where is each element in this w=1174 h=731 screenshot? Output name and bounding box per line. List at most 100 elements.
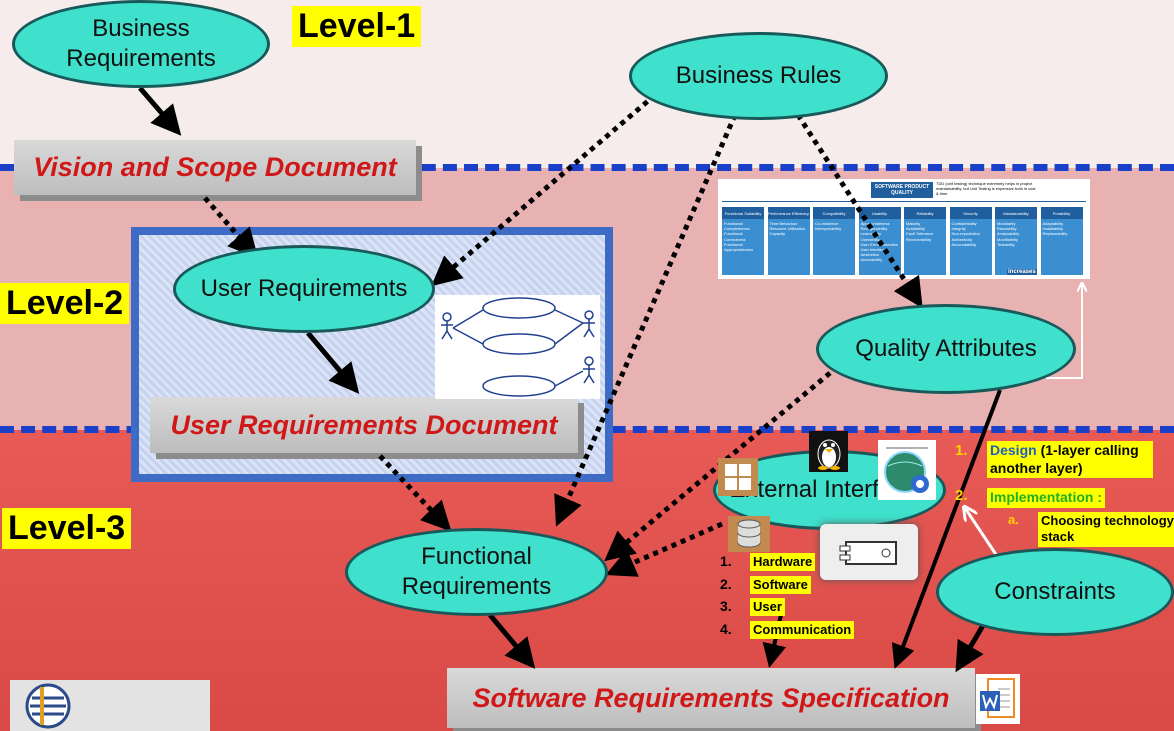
dashed-divider-1 [0,164,1174,171]
quality-item: Installability [1042,226,1064,232]
constraint-design-detail: (1-layer calling another layer) [990,442,1139,476]
quality-item: Modifiability [997,236,1018,242]
quality-item: Modularity [997,221,1016,226]
constraint-num-2: 2. [955,487,968,504]
arrow-vision-to-ur [203,196,259,259]
quality-item: Integrity [951,226,966,232]
quality-column-header: Portability [1040,207,1083,219]
interface-user: User [750,598,785,617]
constraint-technology-stack: Choosing technology stack [1038,512,1174,547]
arrow-constraints-to-srs [955,620,988,673]
use-case-diagram-icon [435,295,600,399]
quality-column-header: Reliability [904,207,946,219]
quality-column-header: Compatibility [813,207,855,219]
quality-table-connector [722,201,1086,202]
quality-item: Accessibility [860,257,883,263]
arrow-rules-to-fr [554,114,738,527]
logo-icon [25,683,71,729]
network-globe-gear-icon [878,440,936,500]
quality-item: Accountability [951,241,977,247]
interface-num-3: 3. [720,598,732,614]
arrow-fr-to-srs [488,613,536,669]
windows-icon [718,458,758,496]
quality-item: Confidentiality [951,221,977,226]
quality-item: Capacity [769,231,786,237]
quality-item: Fault Tolerance [906,231,934,237]
quality-column-header: Functional Suitability [722,207,764,219]
quality-increases-label: increases [1007,269,1037,275]
quality-item: Reusability [997,226,1017,232]
interface-communication: Communication [750,621,855,640]
software-requirements-specification: Software Requirements Specification [447,668,975,728]
arrow-br-to-vision [138,86,182,136]
white-arrow-qa-to-table [1046,284,1082,379]
constraint-implementation-label: Implementation : [987,488,1106,508]
constraint-design-label: Design [990,442,1037,458]
level-2-label: Level-2 [0,283,130,325]
quality-column-header: Usability [858,207,901,219]
quality-column-header: Maintainability [995,207,1037,219]
interface-num-1: 1. [720,553,732,569]
linux-tux-icon [809,431,848,472]
quality-column-header: Performance Efficiency [767,207,810,219]
quality-item: Maturity [906,221,921,226]
arrow-urd-to-fr [378,454,452,532]
quality-item: Appropriateness Recognizability [860,221,890,232]
constraint-num-2a: a. [1008,512,1019,527]
quality-item: Availability [906,226,925,232]
component-interface-icon [820,524,918,580]
quality-item: Operability [860,236,880,242]
quality-column-header: Security [949,207,992,219]
database-icon [728,516,770,552]
quality-item: Functional Appropriateness [724,241,754,252]
constraint-num-1: 1. [955,442,968,459]
quality-item: Interoperability [815,226,842,232]
word-document-icon [976,674,1020,724]
business-rules-node: Business Rules [629,32,888,120]
quality-item: Adaptability [1042,221,1064,226]
quality-attributes-node: Quality Attributes [816,304,1076,394]
quality-item: Analysability [997,231,1020,237]
quality-item: Non-repudiation [951,231,980,237]
arrow-ei-to-fr [605,521,724,577]
user-requirements-document: User Requirements Document [150,397,578,453]
quality-item: User Interface Aesthetics [860,246,886,258]
business-requirements-node: Business Requirements [12,0,270,88]
vision-scope-document: Vision and Scope Document [14,140,416,195]
constraint-design-note: Design (1-layer calling another layer) [987,441,1153,478]
arrow-rules-to-ur [431,93,657,287]
logo-panel [10,680,210,731]
interface-software: Software [750,576,811,595]
constraints-node: Constraints [936,548,1174,636]
functional-requirements-node: Functional Requirements [345,528,608,616]
software-product-quality-table: SOFTWARE PRODUCT QUALITY TDD (unit testi… [718,179,1090,279]
level-1-label: Level-1 [292,6,422,48]
quality-item: Learnability [860,231,881,237]
quality-item: Functional Correctness [724,231,746,242]
quality-item: Testability [997,241,1015,247]
quality-item: Co-existence [815,221,839,226]
quality-table-title: SOFTWARE PRODUCT QUALITY [871,182,933,198]
quality-table-note: TDD (unit testing) technique extremely h… [936,181,1036,197]
interface-hardware: Hardware [750,553,816,572]
interface-num-2: 2. [720,576,732,592]
quality-item: Time Behaviour [769,221,798,226]
user-requirements-node: User Requirements [173,245,435,333]
arrow-qa-to-srs [891,389,1002,669]
quality-item: Authenticity [951,236,973,242]
quality-item: Replaceability [1042,231,1068,237]
